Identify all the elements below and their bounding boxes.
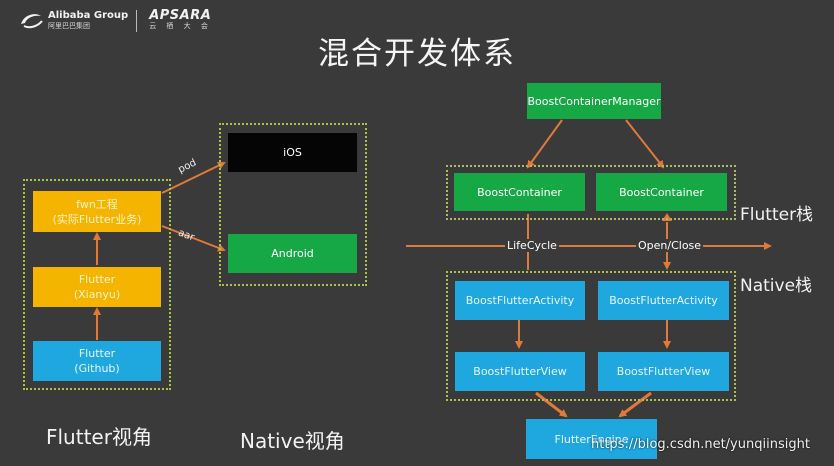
arrow-aar xyxy=(161,225,226,252)
box-boost-container-left: BoostContainer xyxy=(454,173,585,211)
alibaba-group-text: Alibaba Group xyxy=(48,10,129,21)
box-boost-flutter-activity-right: BoostFlutterActivity xyxy=(598,281,729,320)
apsara-logo: APSARA 云 栖 大 会 xyxy=(149,8,212,32)
caption-native-view: Native视角 xyxy=(240,429,345,453)
logo-divider xyxy=(136,10,138,32)
header-logos: Alibaba Group 阿里巴巴集团 APSARA 云 栖 大 会 xyxy=(18,8,212,32)
arrow-view-left-to-engine xyxy=(535,391,568,418)
alibaba-logo-icon xyxy=(18,10,44,32)
apsara-text: APSARA xyxy=(149,8,212,23)
box-boost-container-right: BoostContainer xyxy=(596,173,727,211)
box-boost-container-manager: BoostContainerManager xyxy=(527,83,661,119)
box-boost-flutter-view-right: BoostFlutterView xyxy=(598,352,729,391)
label-lifecycle: LifeCycle xyxy=(505,239,559,252)
box-boost-flutter-activity-left: BoostFlutterActivity xyxy=(455,281,585,320)
alibaba-group-cn-text: 阿里巴巴集团 xyxy=(48,22,90,30)
label-native-stack: Native栈 xyxy=(740,276,813,296)
native-view-group xyxy=(219,123,367,286)
box-flutter-xianyu: Flutter (Xianyu) xyxy=(33,267,161,307)
apsara-cn-text: 云 栖 大 会 xyxy=(149,22,212,30)
alibaba-logo-text: Alibaba Group 阿里巴巴集团 xyxy=(48,10,128,32)
label-open-close: Open/Close xyxy=(636,239,704,252)
box-fwn-project: fwn工程 (实际Flutter业务) xyxy=(33,191,161,232)
caption-flutter-view: Flutter视角 xyxy=(46,425,152,449)
arrow-manager-to-container-left xyxy=(526,119,563,169)
box-flutter-engine: FlutterEngine xyxy=(526,419,657,459)
box-ios: iOS xyxy=(228,133,357,172)
box-flutter-github: Flutter (Github) xyxy=(33,341,161,381)
watermark-url: https://blog.csdn.net/yunqiinsight xyxy=(591,437,810,452)
box-android: Android xyxy=(228,234,357,273)
slide-title: 混合开发体系 xyxy=(318,36,516,72)
arrow-pod xyxy=(161,162,226,194)
label-flutter-stack: Flutter栈 xyxy=(740,205,814,225)
flutter-view-group xyxy=(23,179,171,390)
arrow-view-right-to-engine xyxy=(618,391,652,418)
flutter-stack-group xyxy=(446,165,736,220)
arrow-manager-to-container-right xyxy=(625,119,665,169)
native-stack-group xyxy=(446,271,736,401)
box-boost-flutter-view-left: BoostFlutterView xyxy=(455,352,585,391)
